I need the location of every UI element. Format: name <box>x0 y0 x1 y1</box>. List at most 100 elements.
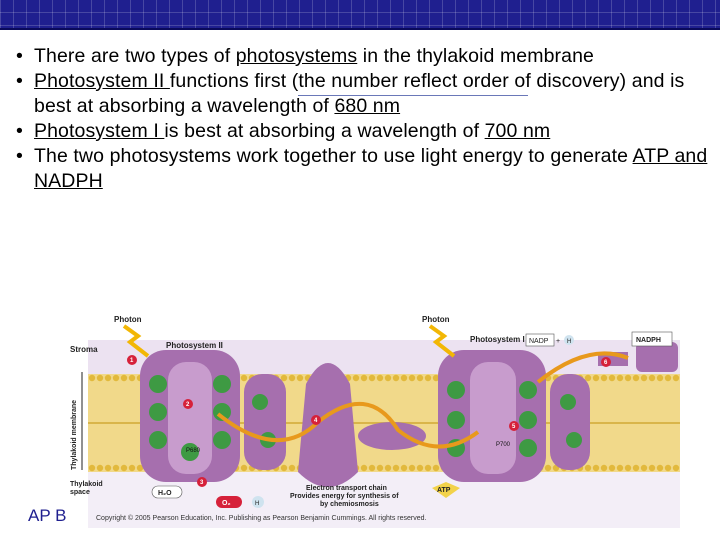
nadp-label: NADP <box>529 338 549 345</box>
lipid-head <box>240 374 248 382</box>
lipid-head <box>120 374 128 382</box>
step-6-marker <box>601 357 611 367</box>
plus-label: + <box>556 338 560 345</box>
photon-label: Photon <box>114 315 142 324</box>
lipid-head <box>360 374 368 382</box>
divider-line <box>298 95 528 96</box>
lipid-head <box>432 374 440 382</box>
lipid-head <box>408 464 416 472</box>
lipid-head <box>360 464 368 472</box>
lipid-head <box>624 374 632 382</box>
lipid-head <box>432 464 440 472</box>
bullet-icon: • <box>16 45 23 67</box>
bullet-icon: • <box>16 120 23 142</box>
bullet-text: The two photosystems work together to us… <box>34 145 633 167</box>
copyright-notice: Copyright © 2005 Pearson Education, Inc.… <box>96 515 427 522</box>
bullet-text: in the thylakoid membrane <box>357 45 594 67</box>
lipid-head <box>648 464 656 472</box>
bullet-item: •There are two types of photosystems in … <box>14 44 714 69</box>
lipid-head <box>368 464 376 472</box>
lipid-head <box>648 374 656 382</box>
lipid-head <box>240 464 248 472</box>
step-4-label: 4 <box>314 418 318 424</box>
lipid-head <box>664 464 672 472</box>
lipid-head <box>600 374 608 382</box>
lipid-head <box>400 464 408 472</box>
lipid-head <box>584 374 592 382</box>
oxygen-label: O₂ <box>222 500 231 507</box>
step-1-marker <box>127 355 137 365</box>
lipid-head <box>424 374 432 382</box>
lipid-head <box>640 374 648 382</box>
cytochrome-complex <box>298 363 358 487</box>
photosystems-diagram: Stroma Thylakoid membrane Thylakoid spac… <box>70 315 680 528</box>
lipid-head <box>104 374 112 382</box>
bullet-underlined-text: 680 nm <box>334 95 401 117</box>
lipid-head <box>392 374 400 382</box>
photon-label: Photon <box>422 315 450 324</box>
lipid-head <box>424 464 432 472</box>
lipid-head <box>408 374 416 382</box>
h-label: H <box>567 339 571 345</box>
lipid-head <box>592 464 600 472</box>
lipid-head <box>672 464 680 472</box>
lipid-head <box>96 464 104 472</box>
lipid-head <box>384 464 392 472</box>
lipid-head <box>288 464 296 472</box>
plastocyanin <box>358 422 426 450</box>
stroma-label: Stroma <box>70 345 98 354</box>
lipid-head <box>600 464 608 472</box>
title-bar-border <box>0 28 720 30</box>
space-label: space <box>70 489 90 496</box>
lipid-head <box>128 374 136 382</box>
complex-ii-side <box>244 374 286 470</box>
photon-arrow-icon <box>428 324 456 358</box>
step-6-label: 6 <box>604 360 608 366</box>
atp-starburst-icon <box>432 482 460 498</box>
step-5-label: 5 <box>512 424 516 430</box>
step-3-label: 3 <box>200 480 204 486</box>
lipid-head <box>672 374 680 382</box>
lipid-head <box>88 464 96 472</box>
nadp-box <box>525 333 555 347</box>
lipid-head <box>624 464 632 472</box>
h-label: H <box>255 501 259 507</box>
photosystem-ii: P680 <box>140 350 240 482</box>
lipid-head <box>592 374 600 382</box>
lipid-head <box>120 464 128 472</box>
p680-label: P680 <box>186 448 201 454</box>
title-bar <box>0 0 720 28</box>
photosystem-i: P700 <box>438 350 546 482</box>
bullet-item: •Photosystem II functions first (the num… <box>14 69 714 119</box>
lipid-head <box>128 464 136 472</box>
lipid-head <box>280 464 288 472</box>
oxygen-box <box>216 496 242 508</box>
membrane-label: Thylakoid membrane <box>71 400 78 470</box>
bullet-underlined-text: Photosystem I <box>34 120 165 142</box>
lipid-head <box>392 464 400 472</box>
lipid-head <box>416 374 424 382</box>
atp-label: ATP <box>437 487 451 494</box>
lipid-head <box>664 374 672 382</box>
lipid-head <box>640 464 648 472</box>
bullet-underlined-text: photosystems <box>235 45 358 67</box>
lipid-head <box>280 374 288 382</box>
bullet-item: •The two photosystems work together to u… <box>14 144 714 194</box>
lipid-head <box>608 374 616 382</box>
bullet-underlined-text: Photosystem II <box>34 70 170 92</box>
bullet-text: functions first (the number reflect orde… <box>34 70 685 117</box>
electron-flow-arrow-icon <box>216 401 480 449</box>
etc-caption: by chemiosmosis <box>320 501 379 508</box>
h-ion <box>564 335 574 345</box>
h-ion <box>252 496 264 508</box>
lipid-head <box>400 374 408 382</box>
lipid-head <box>384 374 392 382</box>
bullet-text: is best at absorbing a wavelength of <box>164 120 485 142</box>
step-2-marker <box>183 399 193 409</box>
lipid-head <box>376 374 384 382</box>
lipid-head <box>88 374 96 382</box>
lipid-head <box>112 374 120 382</box>
water-box <box>151 485 183 499</box>
lipid-head <box>632 464 640 472</box>
photon-arrow-icon <box>122 324 150 358</box>
